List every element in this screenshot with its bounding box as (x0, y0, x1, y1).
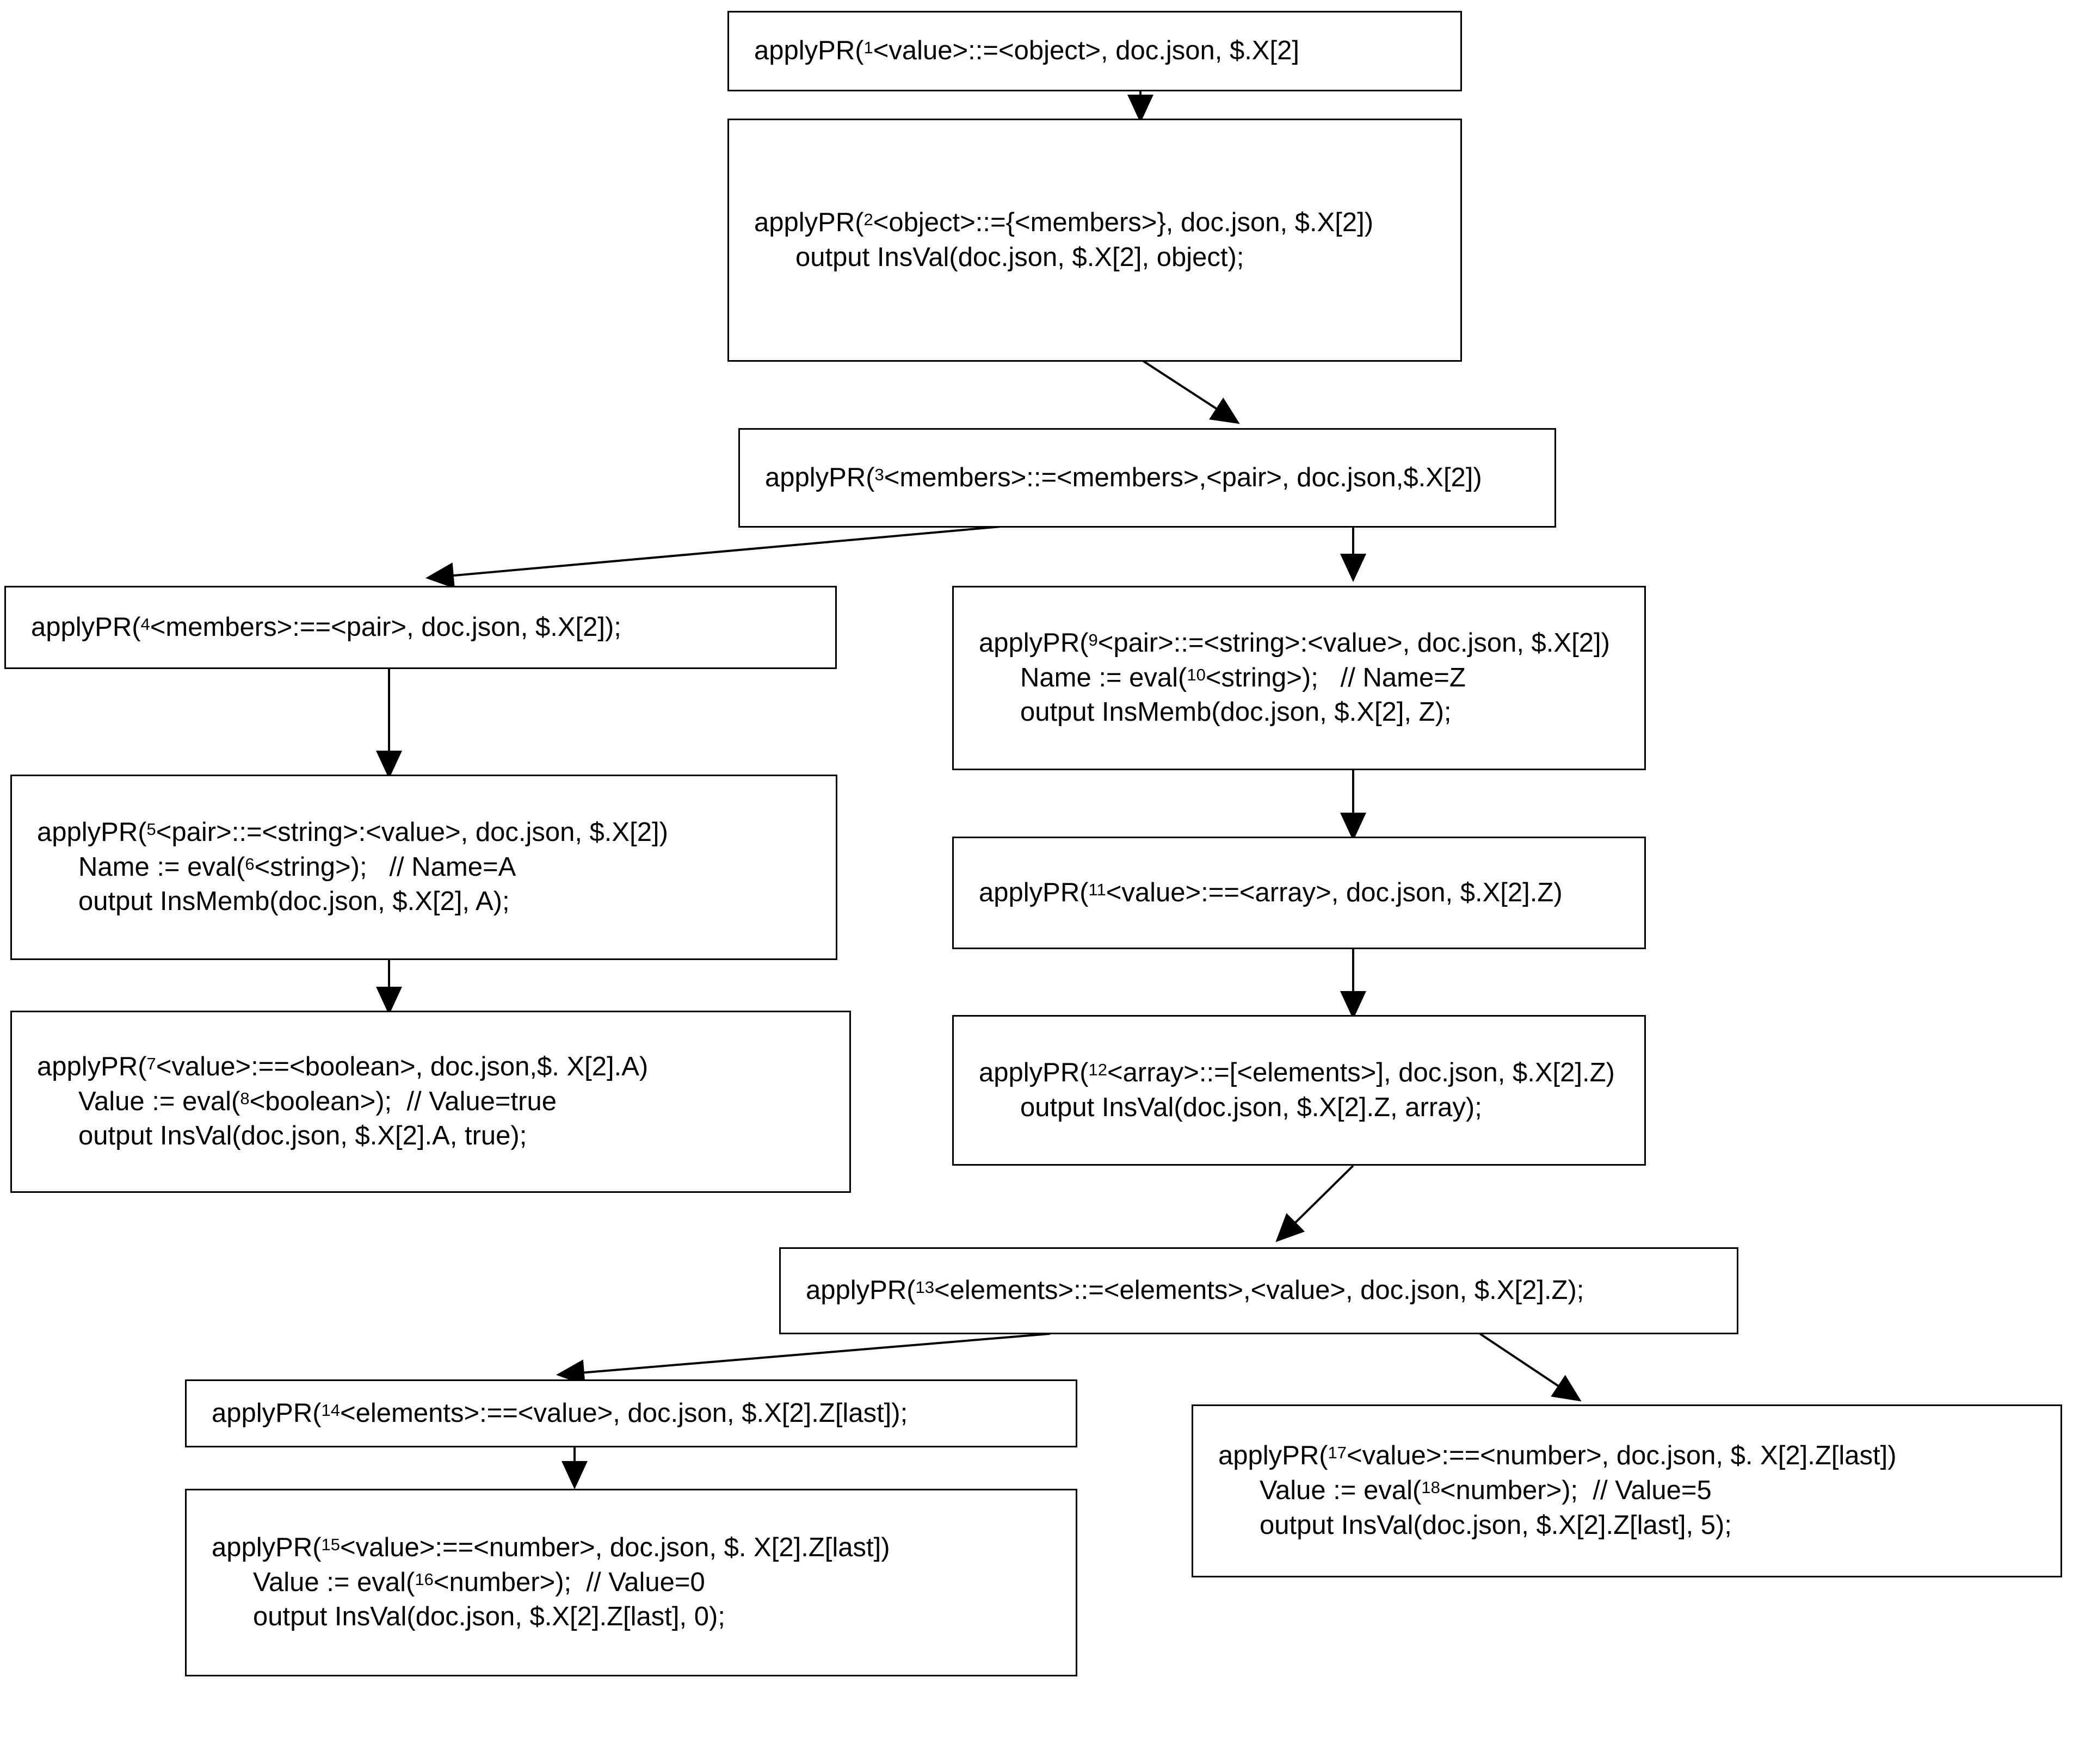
node-applypr-2[interactable]: applyPR(2<object>::={<members>}, doc.jso… (727, 119, 1462, 362)
node-applypr-3[interactable]: applyPR(3<members>::=<members>,<pair>, d… (738, 428, 1556, 528)
node-applypr-17[interactable]: applyPR(17<value>:==<number>, doc.json, … (1192, 1404, 2062, 1577)
edge-n3-n4 (425, 525, 1002, 589)
node-applypr-11[interactable]: applyPR(11<value>:==<array>, doc.json, $… (952, 837, 1646, 949)
node-line: output InsVal(doc.json, $.X[2].Z, array)… (1020, 1092, 1482, 1122)
node-line: applyPR(17<value>:==<number>, doc.json, … (1218, 1441, 1897, 1471)
node-line: output InsVal(doc.json, $.X[2].Z[last], … (253, 1602, 725, 1632)
node-line: applyPR(15<value>:==<number>, doc.json, … (212, 1532, 890, 1562)
node-applypr-5[interactable]: applyPR(5<pair>::=<string>:<value>, doc.… (10, 775, 837, 960)
node-applypr-4[interactable]: applyPR(4<members>:==<pair>, doc.json, $… (4, 586, 837, 669)
node-line: Value := eval(18<number>); // Value=5 (1260, 1476, 1712, 1506)
node-line: applyPR(1<value>::=<object>, doc.json, $… (754, 36, 1299, 66)
node-line: Value := eval(16<number>); // Value=0 (253, 1567, 705, 1597)
node-line: output InsMemb(doc.json, $.X[2], A); (78, 887, 510, 917)
node-line: output InsVal(doc.json, $.X[2].A, true); (78, 1121, 527, 1151)
node-line: applyPR(7<value>:==<boolean>, doc.json,$… (37, 1051, 649, 1081)
node-applypr-12[interactable]: applyPR(12<array>::=[<elements>], doc.js… (952, 1015, 1646, 1166)
edge-n2-n3 (1142, 360, 1240, 424)
node-line: Value := eval(8<boolean>); // Value=true (78, 1086, 557, 1116)
node-line: applyPR(3<members>::=<members>,<pair>, d… (765, 462, 1482, 492)
node-line: output InsMemb(doc.json, $.X[2], Z); (1020, 697, 1452, 727)
node-line: Name := eval(10<string>); // Name=Z (1020, 663, 1466, 692)
node-applypr-13[interactable]: applyPR(13<elements>::=<elements>,<value… (779, 1247, 1738, 1334)
node-line: applyPR(14<elements>:==<value>, doc.json… (212, 1398, 908, 1428)
node-line: applyPR(11<value>:==<array>, doc.json, $… (979, 877, 1563, 907)
node-line: output InsVal(doc.json, $.X[2], object); (795, 242, 1244, 272)
edge-n13-n17 (1479, 1333, 1582, 1402)
node-applypr-15[interactable]: applyPR(15<value>:==<number>, doc.json, … (185, 1489, 1077, 1676)
edge-n12-n13 (1275, 1165, 1354, 1242)
node-line: output InsVal(doc.json, $.X[2].Z[last], … (1260, 1510, 1732, 1540)
node-line: applyPR(12<array>::=[<elements>], doc.js… (979, 1057, 1615, 1087)
node-line: applyPR(9<pair>::=<string>:<value>, doc.… (979, 628, 1610, 658)
node-applypr-7[interactable]: applyPR(7<value>:==<boolean>, doc.json,$… (10, 1011, 851, 1193)
node-applypr-9[interactable]: applyPR(9<pair>::=<string>:<value>, doc.… (952, 586, 1646, 770)
node-applypr-14[interactable]: applyPR(14<elements>:==<value>, doc.json… (185, 1379, 1077, 1447)
edge-n13-n14 (556, 1333, 1051, 1386)
node-line: applyPR(2<object>::={<members>}, doc.jso… (754, 207, 1374, 237)
node-line: applyPR(4<members>:==<pair>, doc.json, $… (31, 612, 621, 642)
node-line: applyPR(13<elements>::=<elements>,<value… (806, 1276, 1584, 1305)
node-line: applyPR(5<pair>::=<string>:<value>, doc.… (37, 817, 668, 847)
node-line: Name := eval(6<string>); // Name=A (78, 852, 516, 882)
node-applypr-1[interactable]: applyPR(1<value>::=<object>, doc.json, $… (727, 11, 1462, 91)
